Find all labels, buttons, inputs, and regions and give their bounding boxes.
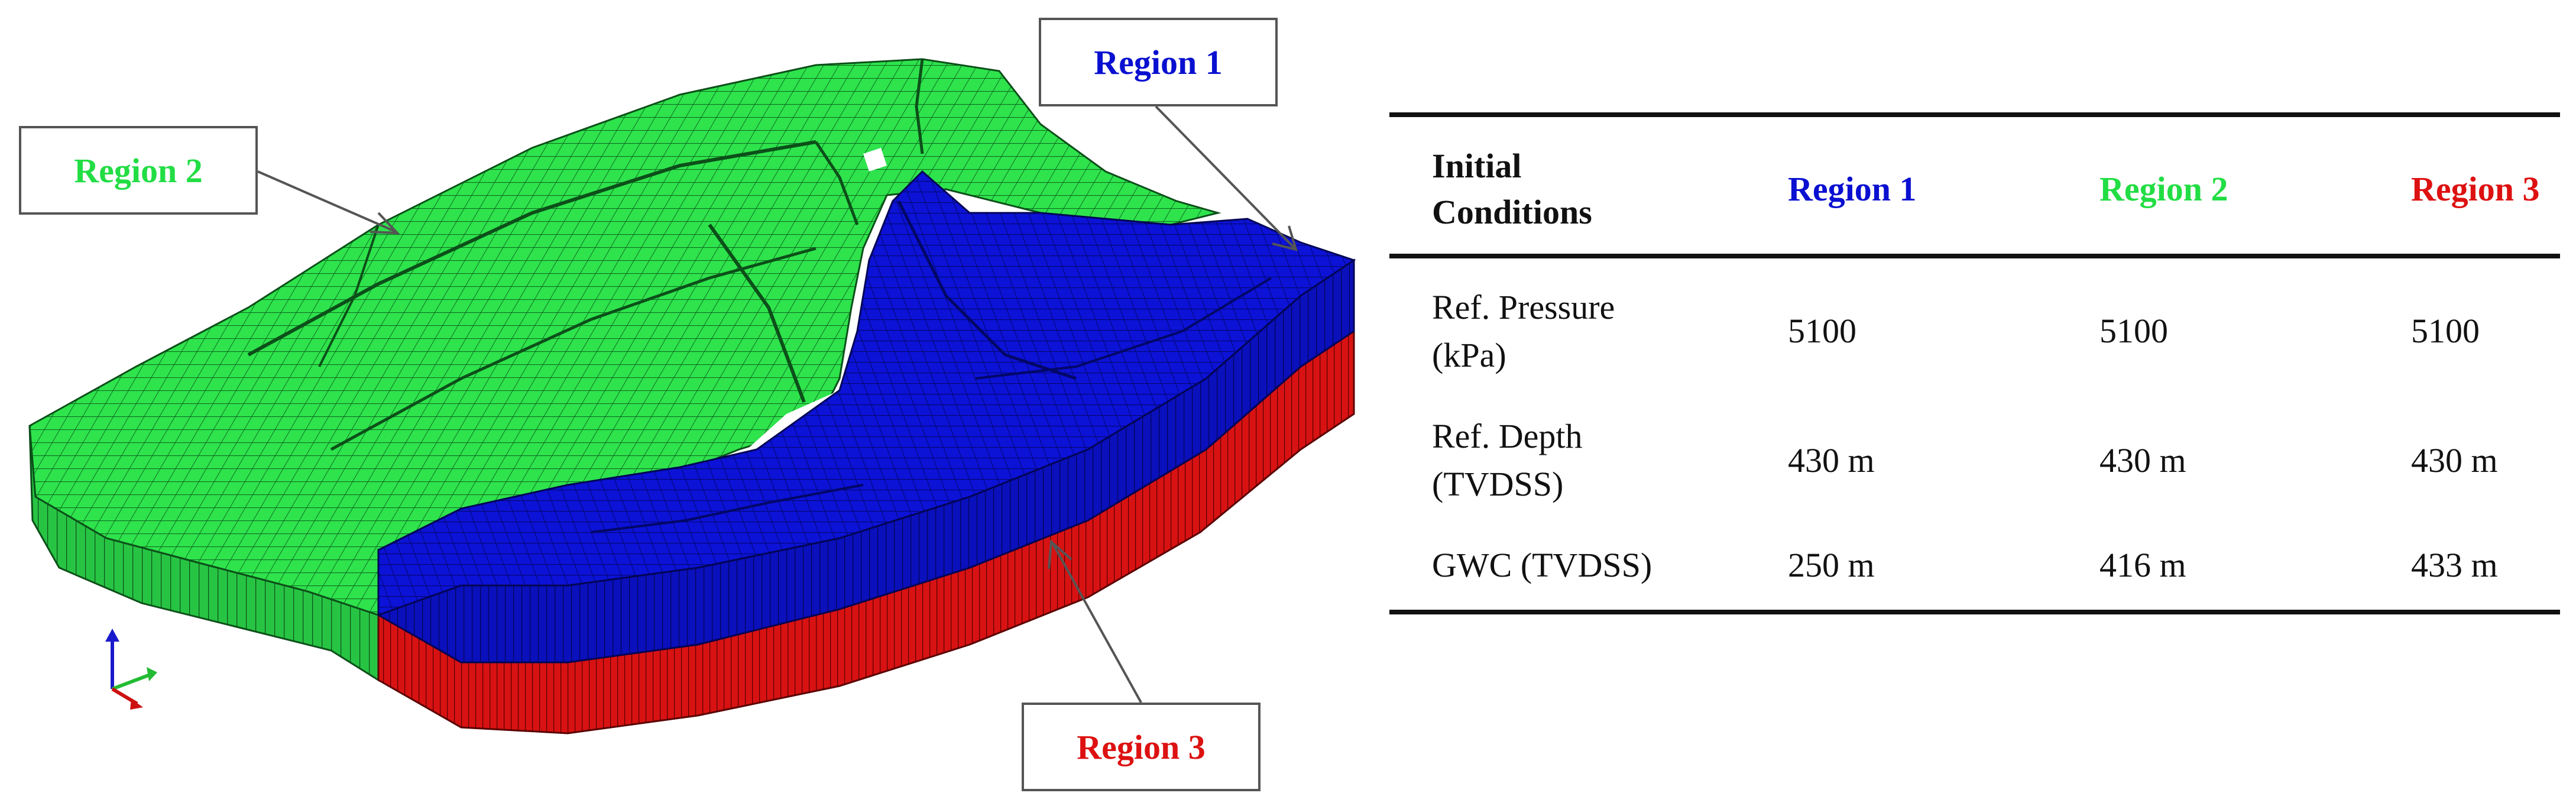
row-label-line2: (kPa) [1432, 335, 1506, 374]
header-initial-conditions-line2: Conditions [1432, 193, 1592, 232]
reservoir-model [28, 58, 1356, 734]
row-label-line1: GWC (TVDSS) [1432, 546, 1652, 585]
initial-conditions-table: Initial Conditions Region 1 Region 2 Reg… [1389, 112, 2560, 614]
cell-region-2: 416 m [2099, 546, 2186, 585]
row-label-line1: Ref. Pressure [1432, 287, 1615, 326]
cell-region-1: 5100 [1788, 312, 1856, 351]
leader-region-3 [1051, 542, 1142, 703]
callout-region-3-label: Region 3 [1077, 727, 1206, 766]
xyz-axis-icon [105, 629, 157, 710]
cell-region-3: 433 m [2411, 546, 2498, 585]
table-row: GWC (TVDSS) 250 m 416 m 433 m [1389, 521, 2560, 612]
leader-region-1-arrow [1272, 225, 1298, 251]
row-label: Ref. Depth (TVDSS) [1389, 392, 1745, 521]
leader-region-1 [1155, 105, 1296, 250]
callout-region-2: Region 2 [19, 126, 258, 215]
callout-region-1-label: Region 1 [1094, 43, 1223, 82]
cell-region-3: 430 m [2411, 441, 2498, 480]
leader-region-2-arrow [370, 212, 400, 235]
callout-region-3: Region 3 [1022, 703, 1261, 791]
cell-region-2: 5100 [2099, 312, 2168, 351]
cell-region-1: 430 m [1788, 441, 1875, 480]
table-header-row: Initial Conditions Region 1 Region 2 Reg… [1389, 115, 2560, 256]
leader-region-2 [257, 170, 397, 233]
cell-region-3: 5100 [2411, 312, 2480, 351]
callout-leaders [257, 105, 1298, 703]
leader-region-3-arrow [1048, 539, 1072, 569]
cell-region-2: 430 m [2099, 441, 2186, 480]
callout-region-2-label: Region 2 [74, 151, 203, 190]
header-region-1: Region 1 [1788, 170, 1917, 209]
callout-region-1: Region 1 [1039, 18, 1278, 106]
row-label-line1: Ref. Depth [1432, 416, 1583, 455]
row-label: GWC (TVDSS) [1389, 521, 1745, 611]
table-row: Ref. Depth (TVDSS) 430 m 430 m 430 m [1389, 392, 2560, 521]
table-row: Ref. Pressure (kPa) 5100 5100 5100 [1389, 256, 2560, 392]
header-initial-conditions-line1: Initial [1432, 147, 1522, 185]
initial-conditions-table-container: Initial Conditions Region 1 Region 2 Reg… [1389, 112, 2560, 614]
reservoir-gap-top [863, 148, 887, 171]
region-1-surface [377, 170, 1356, 617]
header-region-3: Region 3 [2411, 170, 2540, 209]
cell-region-1: 250 m [1788, 546, 1875, 585]
header-region-2: Region 2 [2099, 170, 2228, 209]
row-label: Ref. Pressure (kPa) [1389, 256, 1745, 392]
header-initial-conditions: Initial Conditions [1389, 115, 1745, 256]
row-label-line2: (TVDSS) [1432, 465, 1564, 504]
